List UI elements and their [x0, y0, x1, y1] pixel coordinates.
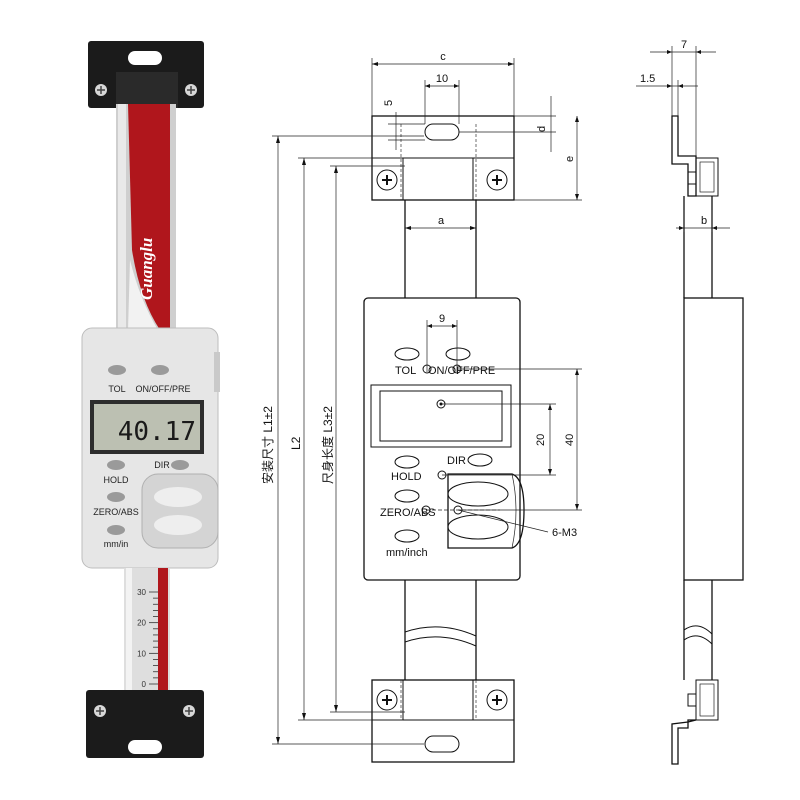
bottom-slot [128, 740, 162, 754]
dim-9: 9 [439, 313, 445, 325]
mm-inch-button[interactable] [394, 529, 420, 543]
top-slot [128, 51, 162, 65]
scale-tick-label: 10 [137, 649, 146, 658]
top-slot-outline [424, 123, 460, 141]
mm-in-button[interactable] [107, 525, 125, 535]
thread-label: 6-M3 [552, 527, 577, 539]
scale: 30 20 10 0 [137, 588, 158, 689]
dim-c: c [440, 51, 446, 63]
zero-abs-label: ZERO/ABS [380, 507, 436, 519]
dim-e: e [564, 156, 576, 162]
hold-label: HOLD [103, 475, 129, 485]
dim-l3-body-length: 尺身长度 L3±2 [320, 406, 335, 484]
on-off-pre-label: ON/OFF/PRE [135, 384, 190, 394]
screw-icon [376, 169, 398, 191]
red-rail-band [128, 104, 170, 330]
dim-20: 20 [535, 434, 547, 446]
on-off-pre-label: ON/OFF/PRE [428, 365, 495, 377]
lcd-value: 40.17 [118, 417, 196, 447]
dim-a: a [438, 215, 445, 227]
thumb-grip [141, 473, 219, 549]
dim-d: d [536, 126, 548, 132]
dir-label: DIR [154, 460, 170, 470]
hold-button[interactable] [107, 460, 125, 470]
tol-button[interactable] [394, 347, 420, 361]
hold-label: HOLD [391, 471, 422, 483]
dim-1-5: 1.5 [640, 73, 655, 85]
dir-label: DIR [447, 455, 466, 467]
dim-10: 10 [436, 73, 448, 85]
dim-l1-install-size: 安装尺寸 L1±2 [260, 406, 275, 484]
thread-leader [457, 509, 549, 533]
dim-7: 7 [681, 39, 687, 51]
side-bottom-bracket [671, 719, 697, 765]
dim-l2: L2 [289, 436, 303, 450]
dir-button[interactable] [171, 460, 189, 470]
tol-label: TOL [108, 384, 125, 394]
bottom-bracket [86, 690, 204, 758]
screw-icon [486, 169, 508, 191]
display-outline [370, 384, 512, 448]
on-off-pre-button[interactable] [151, 365, 169, 375]
brand-logo: Guanglu [137, 238, 156, 300]
mm-in-label: mm/in [104, 539, 129, 549]
lcd-screen [94, 404, 200, 450]
dim-b: b [701, 215, 707, 227]
zero-abs-button[interactable] [394, 489, 420, 503]
zero-abs-button[interactable] [107, 492, 125, 502]
dim-40: 40 [564, 434, 576, 446]
scale-tick-label: 30 [137, 588, 146, 597]
tol-button[interactable] [108, 365, 126, 375]
side-view-drawing: 7 1.5 b [636, 39, 744, 765]
bottom-slot-outline [424, 735, 460, 753]
dim-5: 5 [383, 100, 395, 106]
on-off-pre-button[interactable] [445, 347, 471, 361]
zero-abs-label: ZERO/ABS [93, 507, 139, 517]
scale-tick-label: 0 [142, 680, 147, 689]
product-photo: Guanglu TOL ON/OFF/PRE 40.17 HOLD DIR ZE… [81, 41, 220, 758]
hold-button[interactable] [394, 455, 420, 469]
screw-icon [376, 689, 398, 711]
screw-icon [486, 689, 508, 711]
readout-outline [363, 297, 521, 581]
scale-tick-label: 20 [137, 619, 146, 628]
mm-inch-label: mm/inch [386, 547, 428, 559]
front-view-drawing: TOL ON/OFF/PRE DIR HOLD ZERO/ABS mm/inch… [260, 51, 582, 763]
dir-button[interactable] [467, 453, 493, 467]
side-readout [683, 297, 744, 581]
tol-label: TOL [395, 365, 416, 377]
